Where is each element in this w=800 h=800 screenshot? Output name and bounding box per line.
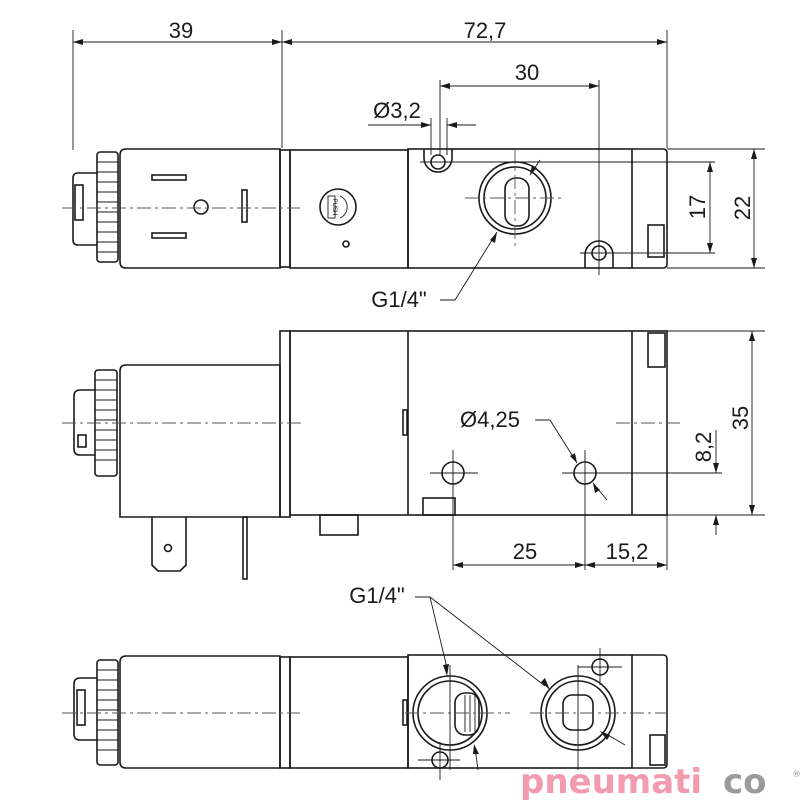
mount-lug [423,149,453,173]
side-tab [402,699,408,726]
coil-slot [241,189,248,223]
port-label-g1-4: G1/4" [349,583,405,608]
knurl-lines [97,669,118,751]
coil-slot [151,174,187,181]
top-view: PUSH 39 72,7 30 Ø3,2 17 22 G1/4" [62,18,765,312]
knurl-lines [97,161,118,253]
logo-main-text: pneumati [520,762,702,800]
dim-30: 30 [515,60,539,85]
knurled-nut [96,151,119,263]
connector-latch [77,434,87,448]
knurled-nut [96,659,119,766]
coil-body [119,148,281,269]
dim-72-7: 72,7 [464,18,507,43]
port-slot [454,692,480,736]
spacer [279,656,291,769]
side-view: 25 15,2 35 8,2 Ø4,25 [62,330,765,580]
coil-connector [73,389,95,456]
coil-connector [73,677,97,741]
terminal-hole [163,543,173,553]
registered-mark: ® [792,770,800,780]
port-label-g1-4: G1/4" [371,287,427,312]
connector-latch [74,184,84,221]
terminal-tab [151,517,187,572]
indicator-hole [342,240,350,248]
end-cap [632,148,668,269]
coil-screw [193,199,209,215]
dim-15-2: 15,2 [606,539,649,564]
spacer [279,149,291,268]
dim-39: 39 [169,18,193,43]
end-clip [647,332,666,368]
dim-diameter-4-25: Ø4,25 [460,407,520,432]
valve-body [407,148,633,269]
dim-22: 22 [730,196,755,220]
dim-35: 35 [728,406,753,430]
mount-boss [319,514,359,536]
manual-override-button[interactable]: PUSH [319,188,357,226]
dim-diameter-3-2: Ø3,2 [373,98,421,123]
valve-body [407,654,633,769]
spacer [279,330,291,518]
operator-body [289,656,409,769]
bottom-view: G1/4" [62,583,668,780]
dim-17: 17 [685,195,710,219]
coil-connector [72,172,97,246]
terminal-pin [242,516,248,580]
end-cap [632,654,668,769]
side-tab [402,409,408,436]
connector-latch [76,689,86,726]
coil-body [119,655,281,769]
pneumatico-logo: pneumati co ® [520,762,800,800]
end-clip [647,224,665,258]
dim-8-2: 8,2 [691,432,716,463]
end-clip [649,734,666,766]
push-label: PUSH [331,199,337,216]
coil-body [119,364,281,518]
dim-25: 25 [513,539,537,564]
knurl-lines [95,379,117,461]
coil-slot [151,232,187,239]
notch [422,497,456,516]
port-slot [504,177,530,227]
operator-body [289,149,409,269]
logo-suffix-text: co [723,762,767,800]
